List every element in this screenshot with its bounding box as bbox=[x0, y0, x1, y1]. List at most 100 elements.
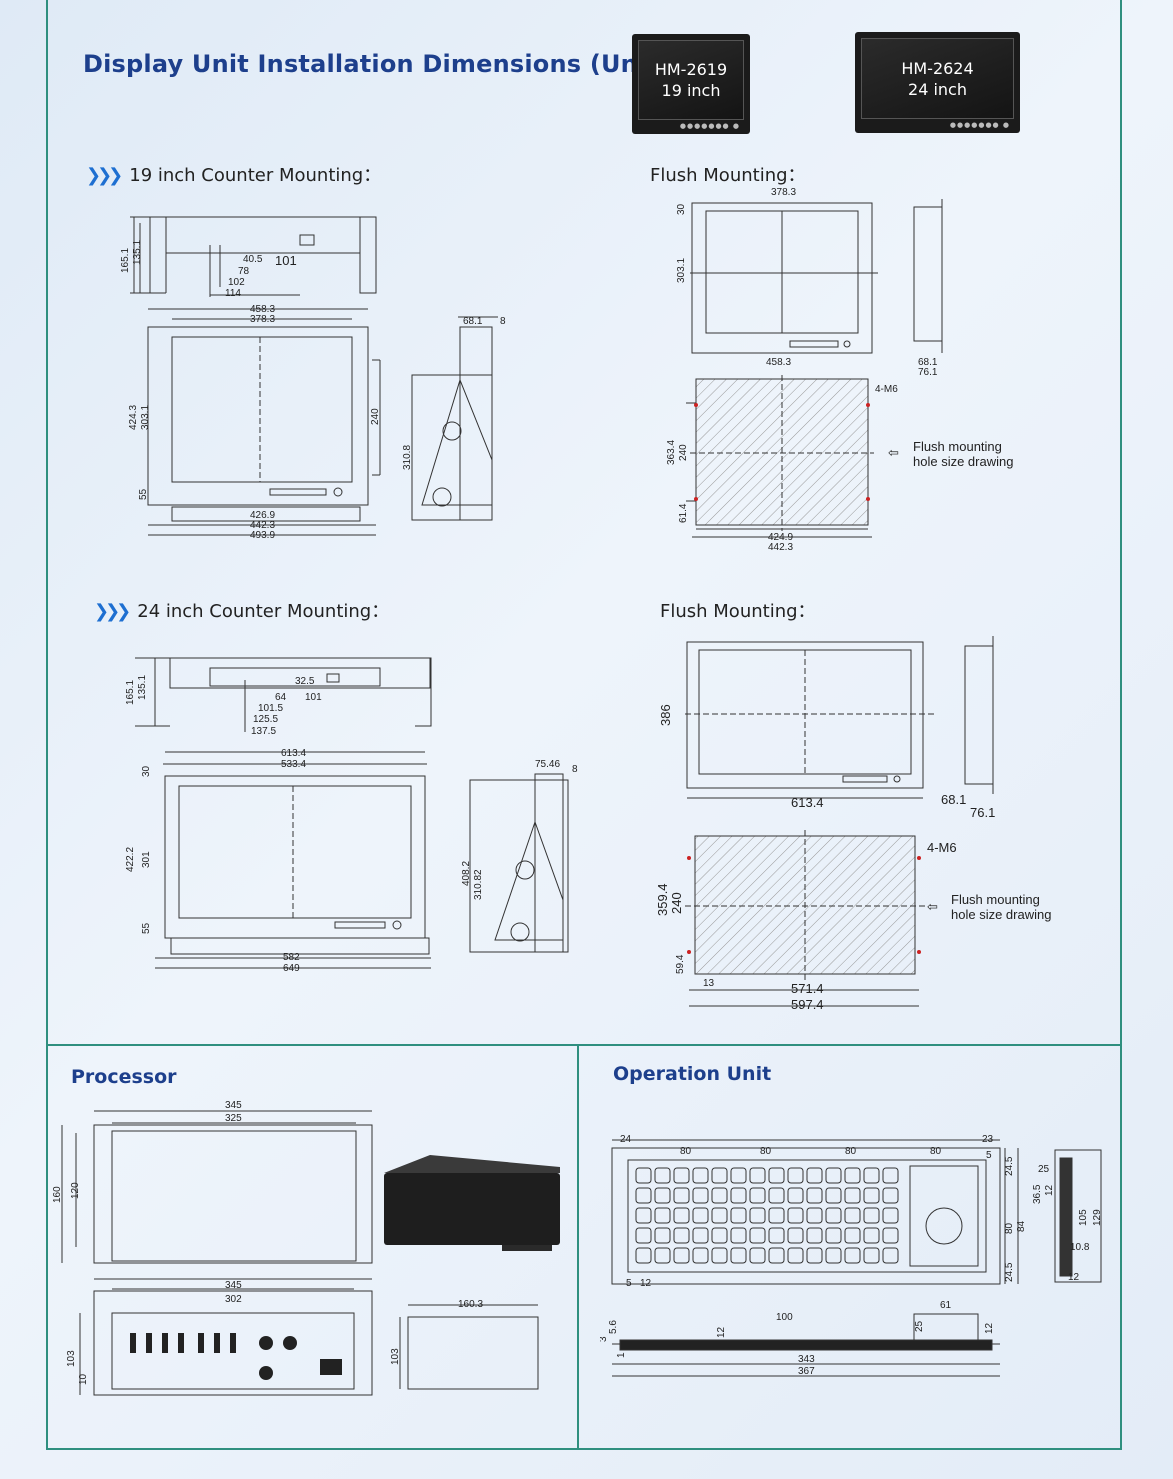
keyboard-key bbox=[692, 1247, 709, 1264]
keyboard-key bbox=[882, 1247, 899, 1264]
dim-label: 240 bbox=[669, 892, 684, 914]
dim-label: 5 bbox=[626, 1278, 632, 1289]
flush-note: Flush mounting bbox=[913, 439, 1002, 454]
dim-label: 80 bbox=[845, 1146, 857, 1157]
keyboard-key bbox=[825, 1207, 842, 1224]
keyboard-key bbox=[711, 1187, 728, 1204]
keyboard-key bbox=[673, 1247, 690, 1264]
keyboard-key bbox=[673, 1207, 690, 1224]
dim-label: 302 bbox=[225, 1294, 242, 1305]
dim-label: 13 bbox=[703, 978, 715, 989]
dim-label: 102 bbox=[228, 277, 245, 288]
dim-label: 303.1 bbox=[676, 258, 687, 283]
dim-label: 165.1 bbox=[120, 248, 131, 273]
keyboard-keys bbox=[635, 1167, 899, 1264]
badge-model: HM-2619 bbox=[654, 60, 728, 79]
keyboard-key bbox=[654, 1247, 671, 1264]
flush-note: Flush mounting bbox=[951, 892, 1040, 907]
dim-label: 359.4 bbox=[655, 883, 670, 916]
dim-label: 80 bbox=[930, 1146, 942, 1157]
keyboard-key bbox=[806, 1247, 823, 1264]
dim-label: 64 bbox=[275, 692, 287, 703]
dim-label: 76.1 bbox=[970, 805, 995, 820]
dim-label: 12 bbox=[716, 1326, 727, 1338]
keyboard-key bbox=[825, 1247, 842, 1264]
badge-model: HM-2624 bbox=[901, 58, 974, 78]
badge-size: 24 inch bbox=[908, 79, 967, 99]
keyboard-key bbox=[863, 1167, 880, 1184]
dim-label: 75.46 bbox=[535, 759, 560, 770]
keyboard-key bbox=[749, 1167, 766, 1184]
dim-label: 68.1 bbox=[941, 792, 966, 807]
keyboard-key bbox=[711, 1207, 728, 1224]
keyboard-key bbox=[882, 1187, 899, 1204]
dim-label: 12 bbox=[640, 1278, 652, 1289]
keyboard-key bbox=[673, 1187, 690, 1204]
keyboard-key bbox=[711, 1167, 728, 1184]
keyboard-key bbox=[787, 1167, 804, 1184]
keyboard-key bbox=[806, 1187, 823, 1204]
dim-label: 105 bbox=[1078, 1209, 1089, 1226]
dim-label: 240 bbox=[678, 444, 689, 461]
dim-label: 442.3 bbox=[250, 520, 275, 531]
badge-hm2619: HM-2619 19 inch ●●●●●●● ● bbox=[632, 34, 750, 134]
drawing-24-counter: 165.1 135.1 32.5 64 101 101.5 125.5 137.… bbox=[125, 657, 578, 974]
operation-title: Operation Unit bbox=[613, 1063, 772, 1085]
keyboard-key bbox=[635, 1187, 652, 1204]
section-19-counter: ❯❯❯19 inch Counter Mounting： bbox=[86, 161, 381, 187]
keyboard-key bbox=[673, 1227, 690, 1244]
dim-label: 129 bbox=[1092, 1209, 1103, 1226]
dim-label: 80 bbox=[680, 1146, 692, 1157]
flush-note: hole size drawing bbox=[913, 454, 1013, 469]
keyboard-key bbox=[806, 1227, 823, 1244]
section-label: 24 inch Counter Mounting： bbox=[137, 601, 390, 622]
dim-label: 55 bbox=[141, 922, 152, 934]
dim-label: 4-M6 bbox=[875, 384, 898, 395]
drawing-19-flush: 378.3 30 303.1 458.3 68.1 76.1 4-M6 363.… bbox=[666, 187, 1013, 553]
dim-label: 301 bbox=[141, 851, 152, 868]
dim-label: 325 bbox=[225, 1113, 242, 1124]
keyboard-key bbox=[692, 1167, 709, 1184]
dim-label: 80 bbox=[1004, 1222, 1015, 1234]
keyboard-key bbox=[863, 1207, 880, 1224]
keyboard-key bbox=[692, 1207, 709, 1224]
keyboard-key bbox=[768, 1187, 785, 1204]
keyboard-key bbox=[825, 1167, 842, 1184]
dim-label: 30 bbox=[676, 203, 687, 215]
dim-label: 363.4 bbox=[666, 440, 677, 465]
keyboard-key bbox=[882, 1167, 899, 1184]
dim-label: 160 bbox=[52, 1186, 63, 1203]
dim-label: 343 bbox=[798, 1354, 815, 1365]
dim-label: 114 bbox=[225, 288, 241, 299]
keyboard-key bbox=[635, 1207, 652, 1224]
dim-label: 59.4 bbox=[675, 954, 686, 974]
keyboard-key bbox=[635, 1167, 652, 1184]
keyboard-key bbox=[730, 1187, 747, 1204]
dim-label: 125.5 bbox=[253, 714, 278, 725]
keyboard-key bbox=[844, 1247, 861, 1264]
dim-label: 55 bbox=[138, 488, 149, 500]
dim-label: 68.1 bbox=[918, 357, 938, 368]
dim-label: 10.8 bbox=[1070, 1242, 1090, 1253]
dim-label: 30 bbox=[141, 765, 152, 777]
dim-label: 424.9 bbox=[768, 532, 793, 543]
keyboard-key bbox=[787, 1247, 804, 1264]
dim-label: 3 bbox=[600, 1336, 609, 1342]
dim-label: 613.4 bbox=[791, 795, 824, 810]
dim-label: 4-M6 bbox=[927, 840, 957, 855]
dim-label: 25 bbox=[914, 1320, 925, 1332]
dim-label: 101 bbox=[305, 692, 322, 703]
drawing-24-flush: 386 613.4 68.1 76.1 4-M6 359.4 240 59.4 … bbox=[655, 636, 1051, 1012]
keyboard-key bbox=[787, 1187, 804, 1204]
dim-label: 100 bbox=[776, 1312, 793, 1323]
dim-label: 533.4 bbox=[281, 759, 306, 770]
dim-label: 135.1 bbox=[132, 240, 143, 265]
dim-label: 12 bbox=[1044, 1184, 1055, 1196]
frame-right bbox=[1120, 0, 1122, 1450]
keyboard-key bbox=[825, 1187, 842, 1204]
dim-label: 101 bbox=[275, 253, 297, 268]
dim-label: 345 bbox=[225, 1280, 242, 1291]
dim-label: 386 bbox=[658, 704, 673, 726]
keyboard-key bbox=[768, 1247, 785, 1264]
dim-label: 24.5 bbox=[1004, 1262, 1015, 1282]
